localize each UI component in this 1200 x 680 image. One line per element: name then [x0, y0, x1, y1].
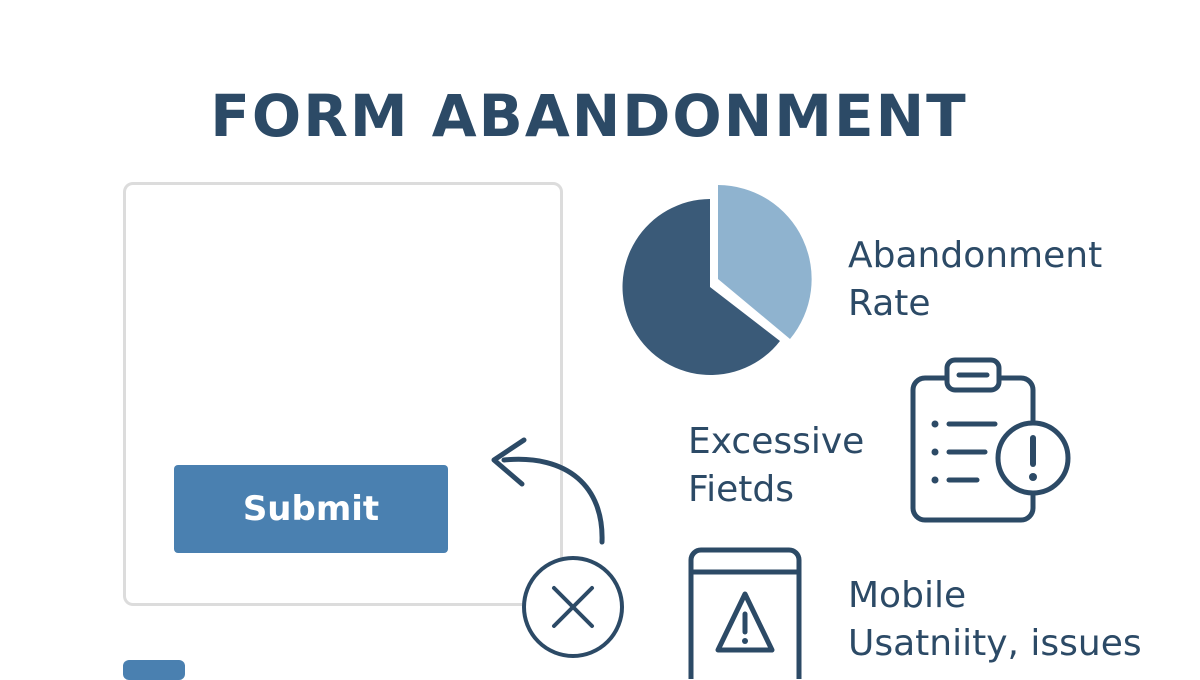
excessive-fields-line1: Excessive — [688, 421, 865, 462]
close-icon[interactable] — [518, 554, 628, 664]
abandonment-rate-line1: Abandonment — [848, 235, 1103, 276]
abandonment-rate-line2: Rate — [848, 283, 931, 324]
mobile-warning-icon — [688, 547, 802, 679]
pie-chart-icon — [622, 185, 812, 375]
excessive-fields-label: Excessive Fietds — [688, 418, 864, 514]
excessive-fields-line2: Fietds — [688, 469, 794, 510]
mobile-usability-line1: Mobile — [848, 575, 967, 616]
back-arrow-icon — [491, 437, 605, 545]
page-title: FORM ABANDONMENT — [210, 82, 968, 150]
abandonment-rate-label: Abandonment Rate — [848, 232, 1102, 328]
submit-button[interactable]: Submit — [174, 465, 448, 553]
mobile-usability-line2: Usatniity, issues — [848, 623, 1142, 664]
mobile-usability-label: Mobile Usatniity, issues — [848, 572, 1142, 668]
avatar — [123, 660, 185, 680]
clipboard-alert-icon — [910, 357, 1071, 523]
